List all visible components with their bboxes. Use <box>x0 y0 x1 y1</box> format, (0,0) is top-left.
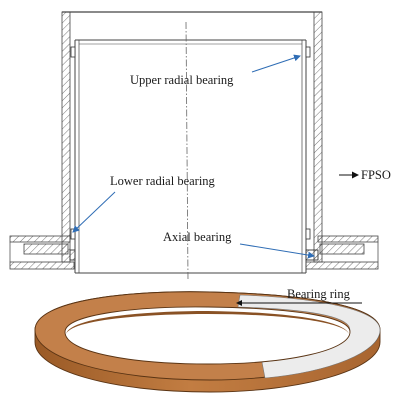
callout-bearing-ring: Bearing ring <box>236 287 362 306</box>
callout-fpso: FPSO <box>339 168 391 182</box>
centerline <box>185 21 189 281</box>
label-axial-bearing: Axial bearing <box>163 230 232 244</box>
deck-left <box>9 235 75 270</box>
axial-bearing-block-left <box>69 249 76 261</box>
callout-axial: Axial bearing <box>163 230 315 259</box>
arrow-axial <box>239 243 315 259</box>
label-fpso: FPSO <box>361 168 391 182</box>
outer-wall-left <box>61 11 71 263</box>
label-upper-radial-bearing: Upper radial bearing <box>130 73 234 87</box>
lower-radial-pad-right <box>305 228 311 240</box>
leader-bearing-ring-head <box>236 300 242 306</box>
outer-wall-right <box>313 11 323 263</box>
label-lower-radial-bearing: Lower radial bearing <box>110 174 216 188</box>
upper-radial-pad-left <box>70 46 76 58</box>
bearing-ring <box>34 291 381 393</box>
callout-upper-radial: Upper radial bearing <box>130 54 301 87</box>
arrow-lower-radial <box>72 191 116 233</box>
label-bearing-ring: Bearing ring <box>287 287 351 301</box>
upper-radial-pad-right <box>305 46 311 58</box>
arrow-upper-radial <box>251 54 301 73</box>
ring-light-segment <box>237 294 381 379</box>
deck-right <box>305 235 379 270</box>
callout-lower-radial: Lower radial bearing <box>72 174 216 233</box>
ring-inner-hole <box>64 306 351 365</box>
turret-section <box>9 11 379 281</box>
